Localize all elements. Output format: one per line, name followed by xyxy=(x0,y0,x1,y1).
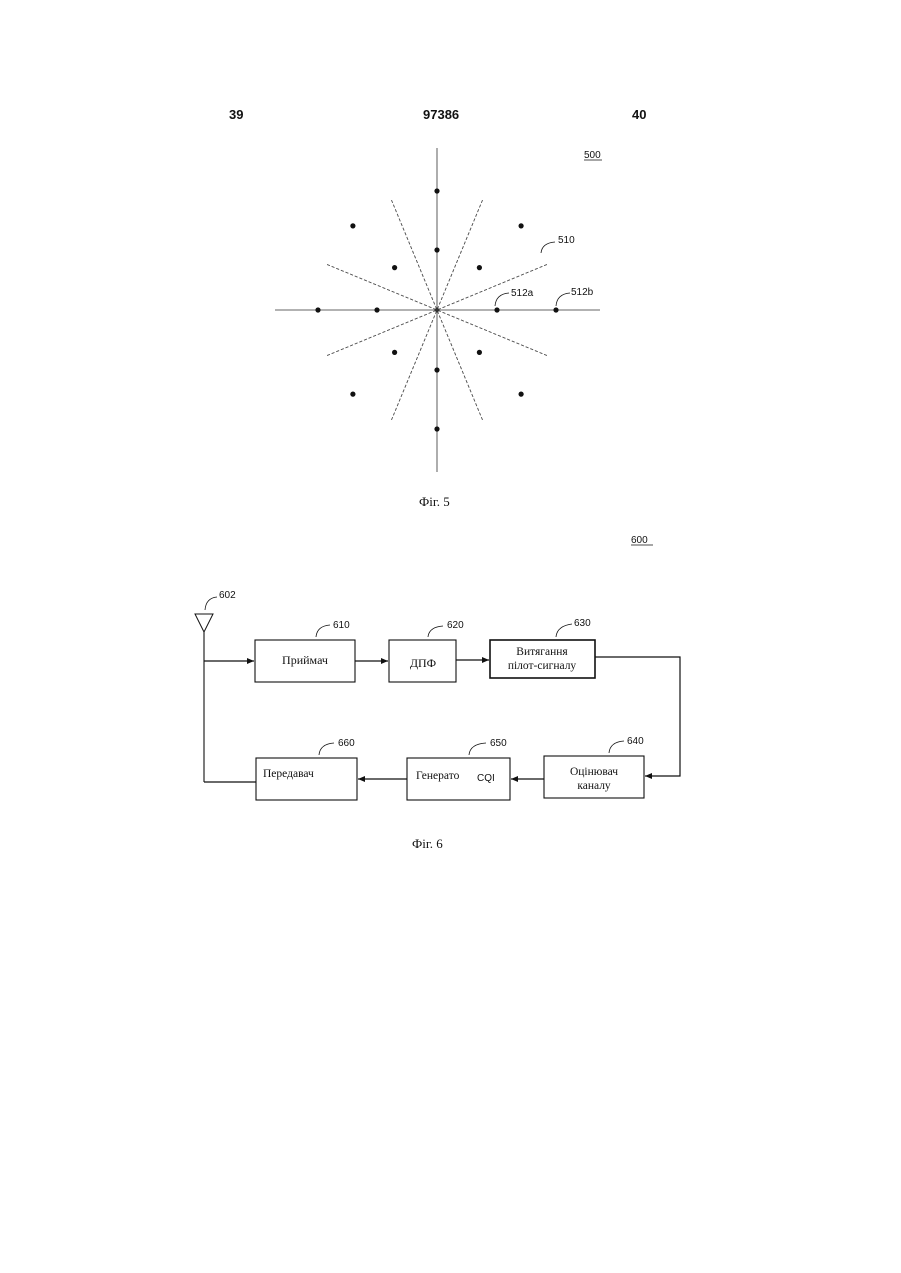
label-640: 640 xyxy=(627,736,644,747)
label-650: 650 xyxy=(490,738,507,749)
block-620-label: ДПФ xyxy=(410,656,436,670)
leader-620 xyxy=(428,626,443,637)
fig6-caption: Фіг. 6 xyxy=(412,836,443,851)
arrow-630-to-640 xyxy=(595,657,680,776)
block-650-label-suffix: CQI xyxy=(477,773,495,784)
block-660-label: Передавач xyxy=(263,768,314,780)
leader-630 xyxy=(556,624,572,637)
block-640-label-line2: каналу xyxy=(577,780,611,792)
label-602: 602 xyxy=(219,590,236,601)
block-610-label: Приймач xyxy=(282,653,328,667)
block-650-label: Генерато xyxy=(416,770,460,782)
label-630: 630 xyxy=(574,618,591,629)
label-660: 660 xyxy=(338,738,355,749)
leader-660 xyxy=(319,743,334,755)
label-610: 610 xyxy=(333,620,350,631)
leader-602 xyxy=(205,597,217,610)
antenna-icon xyxy=(195,614,213,782)
block-640-label-line1: Оцінювач xyxy=(570,766,618,778)
block-630-label-line1: Витягання xyxy=(516,646,568,658)
leader-650 xyxy=(469,743,486,755)
leader-610 xyxy=(316,625,330,637)
label-620: 620 xyxy=(447,620,464,631)
fig6-ref-label: 600 xyxy=(631,535,648,546)
block-630-label-line2: пілот-сигналу xyxy=(508,660,577,672)
leader-640 xyxy=(609,741,624,753)
